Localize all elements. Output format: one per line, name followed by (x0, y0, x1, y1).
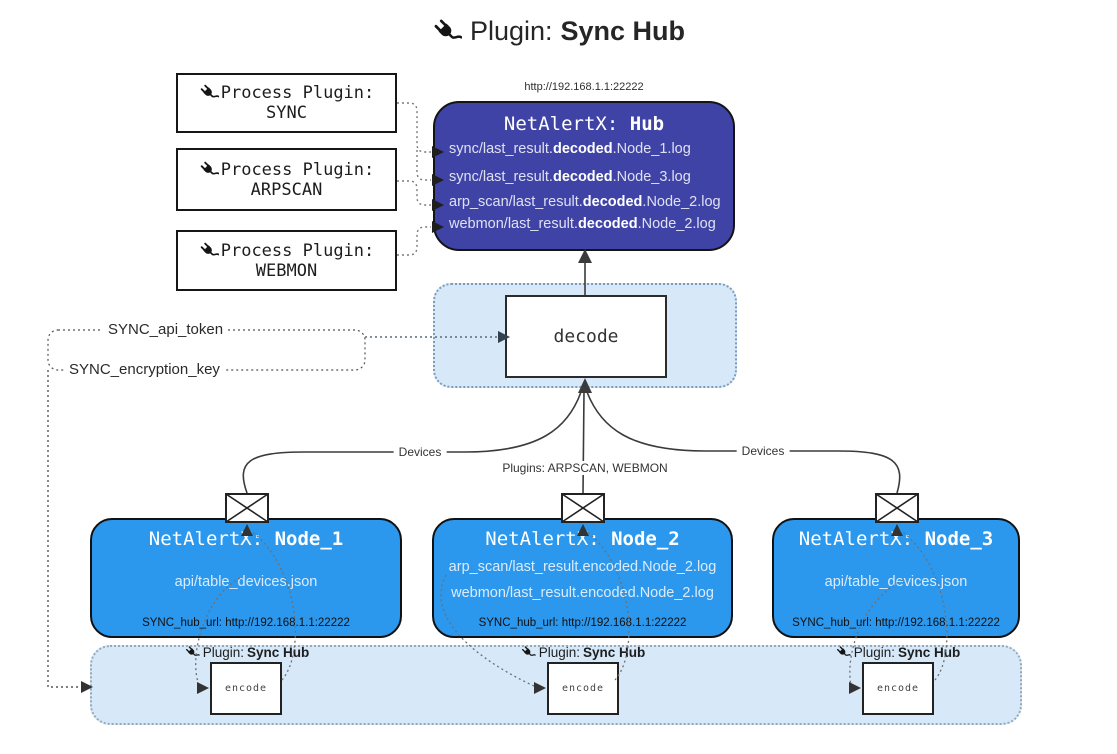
log-post: .Node_2.log (637, 216, 716, 232)
log-bold: decoded (582, 194, 643, 210)
node-3-box: NetAlertX: Node_3 api/table_devices.json… (772, 518, 1020, 638)
sync-encryption-key-label: SYNC_encryption_key (64, 361, 225, 378)
process-plugin-arpscan: Process Plugin: ARPSCAN (176, 148, 397, 211)
encode-plugin-label: Plugin: Sync Hub (836, 645, 961, 660)
encode-plugin-label: Plugin: Sync Hub (185, 645, 310, 660)
node-file: webmon/last_result.encoded.Node_2.log (451, 585, 714, 601)
process-plugin-webmon: Process Plugin: WEBMON (176, 230, 397, 291)
node-hub-url: SYNC_hub_url: http://192.168.1.1:22222 (792, 617, 1000, 629)
node-title-prefix: NetAlertX: (485, 528, 612, 550)
plug-icon (199, 241, 219, 261)
encode-box: encode (547, 662, 619, 715)
log-post: .Node_2.log (642, 194, 721, 210)
encode-plugin-label: Plugin: Sync Hub (521, 645, 646, 660)
node-file: arp_scan/last_result.encoded.Node_2.log (448, 559, 717, 575)
log-bold: decoded (552, 141, 613, 157)
log-post: .Node_1.log (612, 141, 691, 157)
node-title: NetAlertX: Node_3 (774, 528, 1018, 550)
encode-box: encode (862, 662, 934, 715)
log-pre: arp_scan/last_result. (449, 194, 583, 210)
process-plugin-name: ARPSCAN (250, 179, 323, 200)
hub-title-name: Hub (629, 113, 665, 135)
edge-label-devices-right: Devices (736, 444, 790, 458)
process-plugin-label: Process Plugin: (220, 159, 375, 180)
plugin-label-prefix: Plugin: (853, 645, 896, 660)
process-plugin-name: SYNC (266, 103, 307, 123)
process-plugin-sync: Process Plugin: SYNC (176, 73, 397, 133)
title-prefix: Plugin: (469, 16, 553, 46)
envelope-icon (225, 493, 269, 523)
node-title: NetAlertX: Node_1 (92, 528, 400, 550)
node-hub-url: SYNC_hub_url: http://192.168.1.1:22222 (478, 617, 687, 629)
plugin-label-prefix: Plugin: (202, 645, 245, 660)
plug-icon (185, 645, 200, 660)
sync-api-token-label: SYNC_api_token (103, 321, 229, 338)
node-title-name: Node_3 (924, 528, 994, 550)
plug-icon (199, 83, 219, 103)
node-title-prefix: NetAlertX: (798, 528, 925, 550)
hub-log-line: arp_scan/last_result.decoded.Node_2.log (435, 194, 733, 211)
process-plugin-name: WEBMON (255, 260, 318, 281)
envelope-icon (561, 493, 605, 523)
plugin-label-name: Sync Hub (247, 645, 310, 660)
node-title-name: Node_1 (274, 528, 344, 550)
node-1-box: NetAlertX: Node_1 api/table_devices.json… (90, 518, 402, 638)
plug-icon (836, 645, 851, 660)
hub-title: NetAlertX: Hub (435, 113, 733, 135)
title-name: Sync Hub (560, 16, 686, 46)
hub-log-line: sync/last_result.decoded.Node_3.log (435, 169, 733, 186)
node-file: api/table_devices.json (824, 574, 968, 590)
page-title: Plugin: Sync Hub (0, 16, 1117, 47)
log-post: .Node_3.log (612, 169, 691, 185)
hub-log-list: sync/last_result.decoded.Node_1.log sync… (435, 141, 733, 233)
decode-box: decode (505, 295, 667, 378)
log-pre: sync/last_result. (449, 169, 553, 185)
hub-log-line: webmon/last_result.decoded.Node_2.log (435, 216, 733, 233)
process-plugin-label-row: Process Plugin: (199, 240, 375, 261)
encode-box: encode (210, 662, 282, 715)
log-bold: decoded (577, 216, 638, 232)
hub-url-label: http://192.168.1.1:22222 (524, 81, 644, 93)
plugin-label-name: Sync Hub (898, 645, 961, 660)
node-title-prefix: NetAlertX: (148, 528, 275, 550)
plug-icon (432, 17, 462, 47)
process-plugin-label-row: Process Plugin: (199, 159, 375, 180)
node-2-box: NetAlertX: Node_2 arp_scan/last_result.e… (432, 518, 733, 638)
edge-label-devices-left: Devices (393, 445, 447, 459)
node-hub-url: SYNC_hub_url: http://192.168.1.1:22222 (142, 617, 350, 629)
edge-label-plugins: Plugins: ARPSCAN, WEBMON (497, 461, 673, 475)
log-pre: webmon/last_result. (449, 216, 578, 232)
hub-title-prefix: NetAlertX: (503, 113, 630, 135)
node-file: api/table_devices.json (174, 574, 318, 590)
plugin-label-name: Sync Hub (583, 645, 646, 660)
process-plugin-label-row: Process Plugin: (199, 83, 375, 103)
plug-icon (199, 160, 219, 180)
node-title-name: Node_2 (611, 528, 680, 550)
hub-box: NetAlertX: Hub sync/last_result.decoded.… (433, 101, 735, 251)
process-plugin-label: Process Plugin: (220, 83, 375, 103)
plug-icon (521, 645, 536, 660)
hub-log-line: sync/last_result.decoded.Node_1.log (435, 141, 733, 158)
plugin-label-prefix: Plugin: (538, 645, 581, 660)
log-pre: sync/last_result. (449, 141, 553, 157)
envelope-icon (875, 493, 919, 523)
log-bold: decoded (552, 169, 613, 185)
node-title: NetAlertX: Node_2 (434, 528, 731, 550)
process-plugin-label: Process Plugin: (220, 240, 375, 261)
